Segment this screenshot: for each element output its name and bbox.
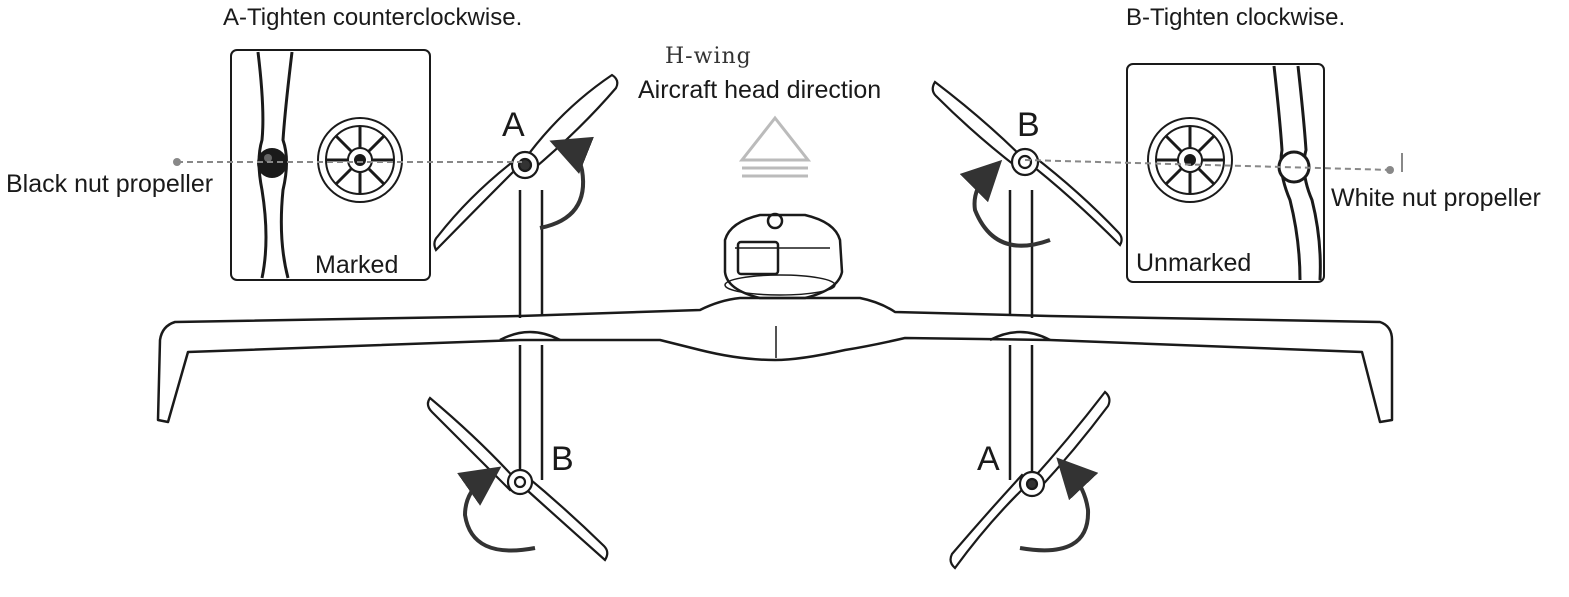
propeller-front-right (931, 80, 1123, 247)
rotation-arrow-icon (457, 136, 1099, 553)
head-direction-label: Aircraft head direction (638, 76, 882, 104)
rotor-letter-rear-left: B (551, 440, 574, 478)
propeller-front-left (433, 73, 619, 252)
marked-label: Marked (315, 251, 399, 279)
caption-right: B-Tighten clockwise. (1126, 4, 1346, 31)
fuselage (723, 213, 844, 300)
motor-icon (317, 117, 403, 203)
boom-rear-left (499, 330, 561, 480)
boom-rear-right (989, 330, 1051, 480)
airframe (156, 190, 1394, 480)
rotor-letter-front-right: B (1017, 106, 1040, 144)
rotor-letter-rear-right: A (977, 440, 1000, 478)
boom-front-right (1008, 190, 1034, 318)
model-label: H-wing (665, 44, 752, 69)
caption-left: A-Tighten counterclockwise. (223, 4, 523, 31)
boom-front-left (518, 190, 544, 318)
white-nut-icon (1277, 150, 1311, 184)
head-direction-triangle-icon (738, 115, 812, 178)
black-nut-label: Black nut propeller (6, 170, 214, 198)
white-nut-label: White nut propeller (1331, 184, 1541, 212)
rotor-letter-front-left: A (502, 106, 525, 144)
leader-lines (177, 159, 1393, 171)
propeller-rear-left (426, 396, 609, 562)
motor-icon (1147, 117, 1233, 203)
inset-left (230, 49, 431, 281)
camera-window (736, 240, 780, 276)
unmarked-label: Unmarked (1136, 249, 1252, 277)
inset-right (1126, 63, 1325, 283)
wing (156, 296, 1394, 424)
propeller-rear-right (949, 390, 1111, 570)
